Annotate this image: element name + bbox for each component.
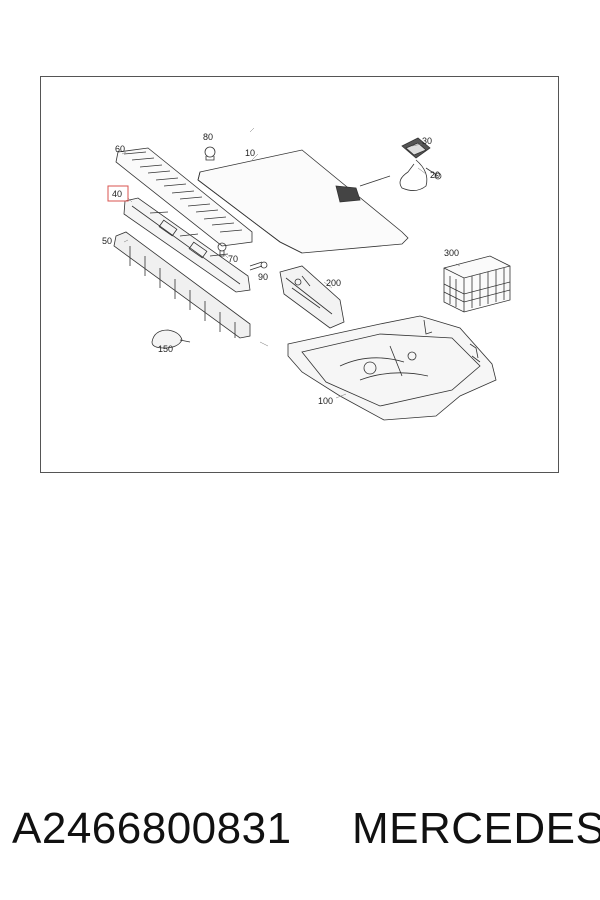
brand-name: MERCEDES — [352, 804, 600, 853]
callout-labels: 10 20 30 40 50 60 70 80 90 100 150 200 3… — [102, 132, 459, 406]
part-70-clip[interactable] — [217, 242, 227, 257]
part-50-bracket[interactable] — [113, 231, 251, 339]
callout-30[interactable]: 30 — [422, 136, 432, 146]
parts-diagram: 10 20 30 40 50 60 70 80 90 100 150 200 3… — [102, 127, 511, 421]
callout-150[interactable]: 150 — [158, 344, 173, 354]
part-20-strap[interactable] — [359, 159, 442, 191]
callout-90[interactable]: 90 — [258, 272, 268, 282]
callout-70[interactable]: 70 — [228, 254, 238, 264]
callout-200[interactable]: 200 — [326, 278, 341, 288]
callout-60[interactable]: 60 — [115, 144, 125, 154]
callout-20[interactable]: 20 — [430, 170, 440, 180]
leader-lines — [121, 127, 461, 399]
callout-300[interactable]: 300 — [444, 248, 459, 258]
part-150-cap[interactable] — [151, 329, 191, 349]
callout-50[interactable]: 50 — [102, 236, 112, 246]
part-30-handle[interactable] — [401, 137, 431, 159]
callout-80[interactable]: 80 — [203, 132, 213, 142]
part-60-slatted-cover[interactable] — [115, 147, 253, 247]
part-100-trunk-tub[interactable] — [287, 315, 497, 421]
part-200-tray[interactable] — [279, 265, 345, 329]
part-90-bolt[interactable] — [249, 261, 268, 271]
part-300-crate[interactable] — [443, 255, 511, 313]
callout-40[interactable]: 40 — [112, 189, 122, 199]
callout-100[interactable]: 100 — [318, 396, 333, 406]
callout-10[interactable]: 10 — [245, 148, 255, 158]
part-number: A2466800831 — [12, 804, 292, 853]
part-40-rail[interactable] — [123, 197, 251, 293]
part-80-screw[interactable] — [204, 146, 216, 161]
part-10-floor-panel[interactable] — [197, 149, 409, 254]
callout-40-highlight — [107, 185, 129, 202]
